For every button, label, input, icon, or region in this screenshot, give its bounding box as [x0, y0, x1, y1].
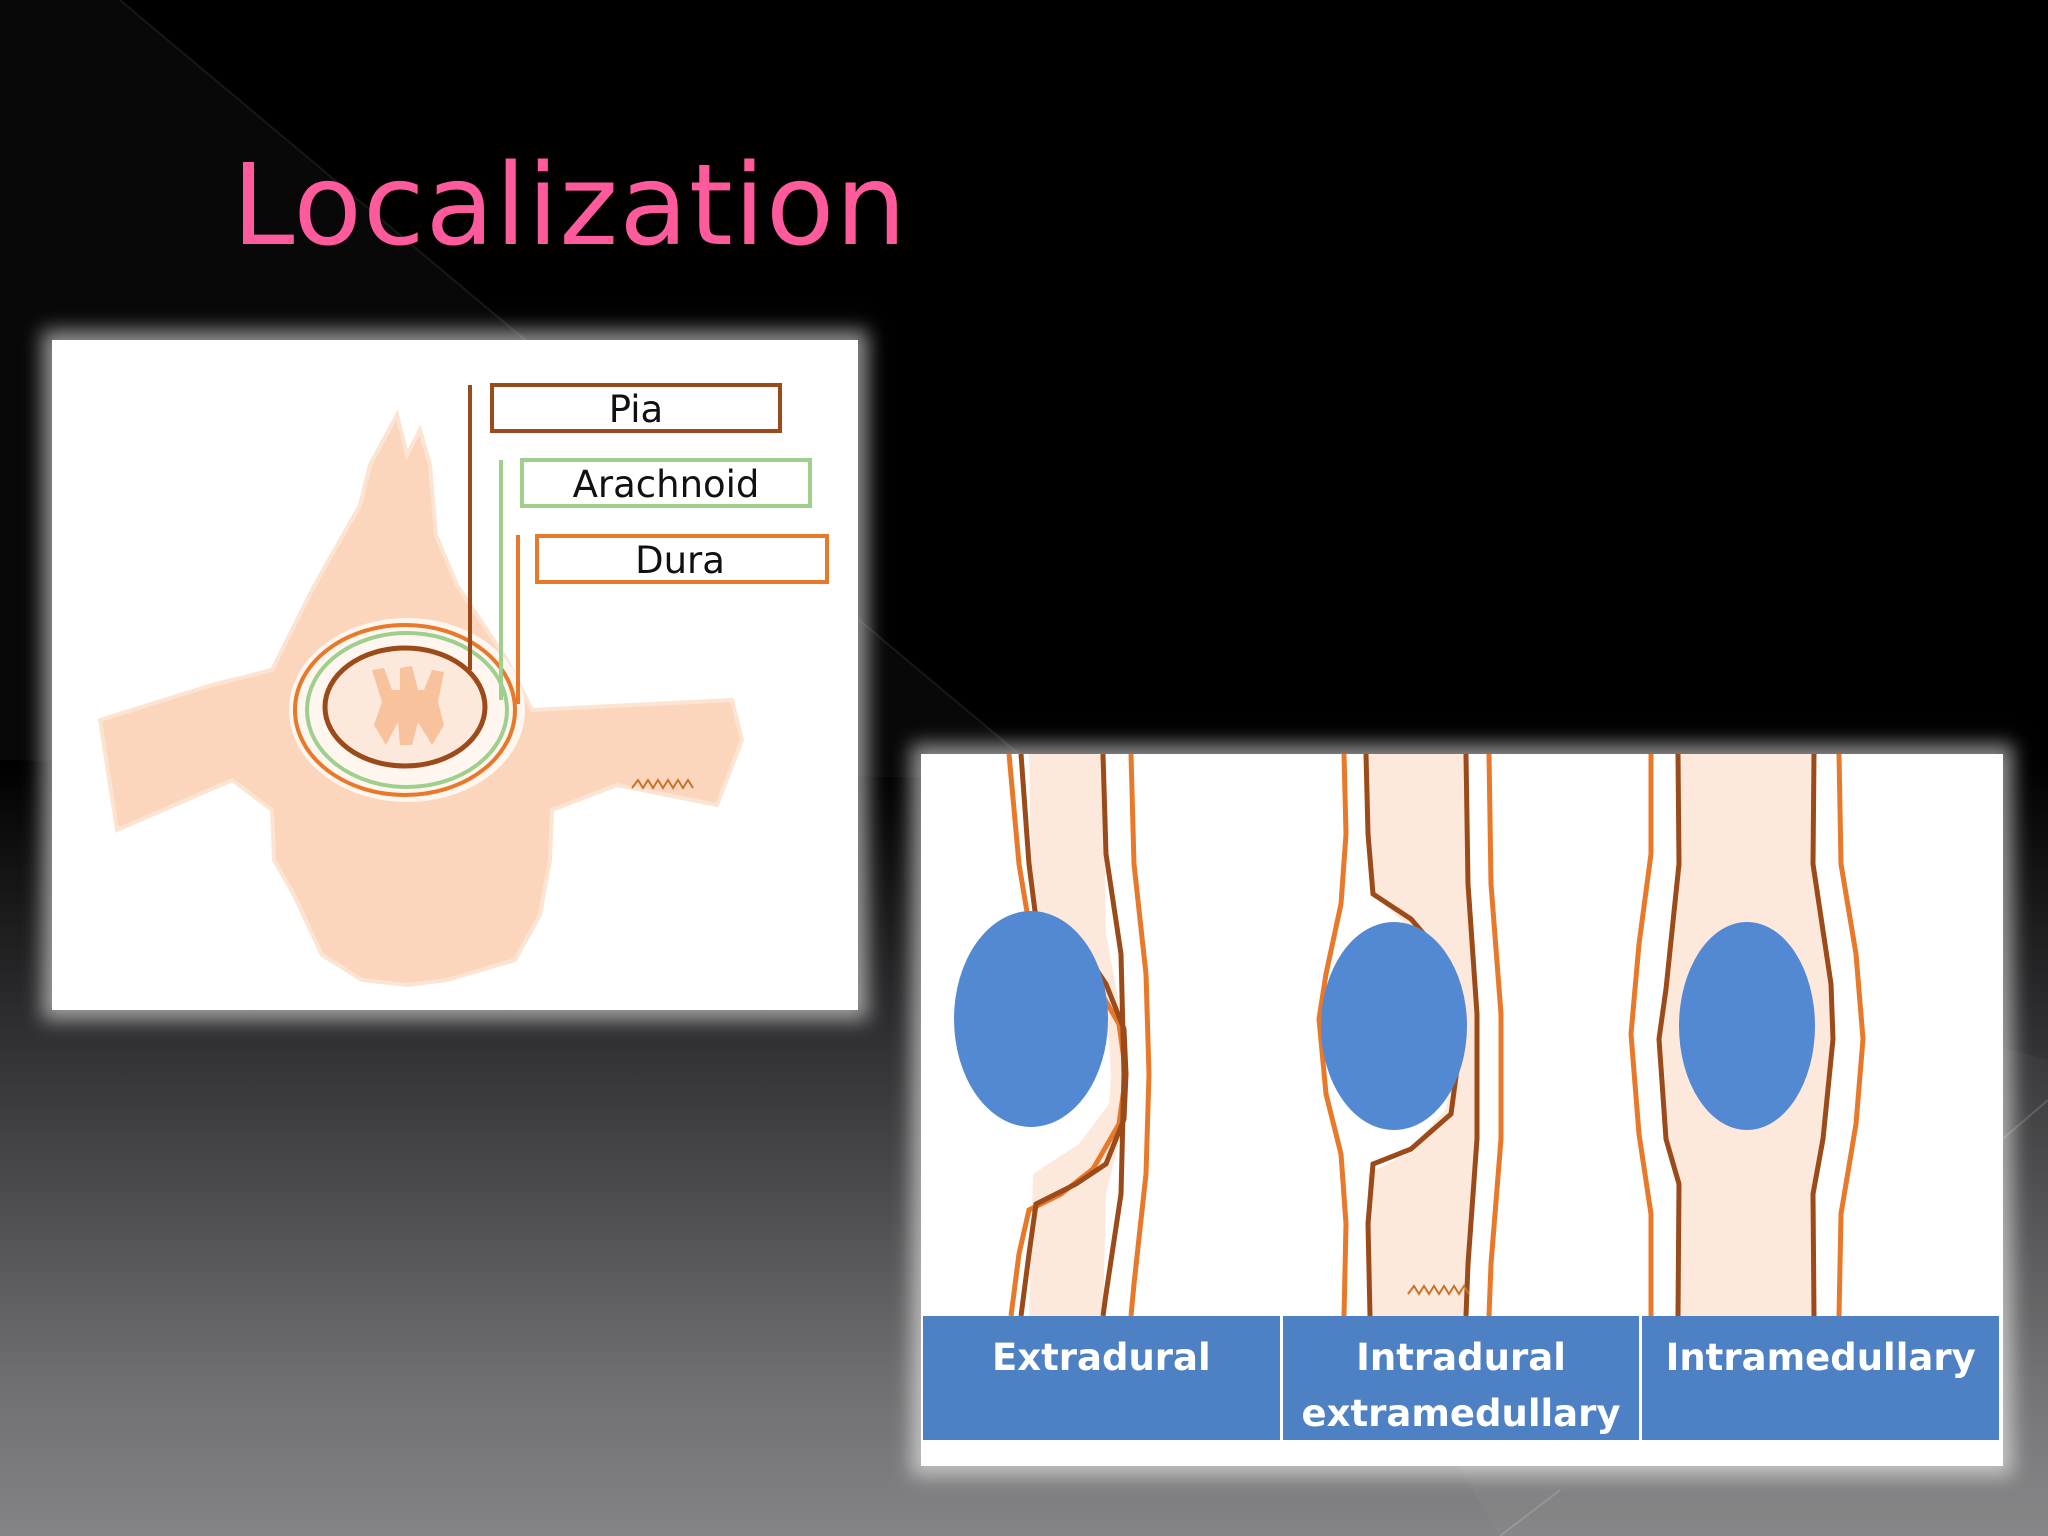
intramedullary-tumor: [1679, 922, 1815, 1130]
intramedullary-dura-right: [1839, 754, 1863, 1316]
arachnoid-label: Arachnoid: [573, 463, 760, 506]
extradural-dura-right: [1131, 754, 1149, 1316]
slide-title: Localization: [232, 150, 907, 262]
extradural-column: [954, 754, 1149, 1316]
category-intradural-extramedullary: Intradural extramedullary: [1280, 1316, 1640, 1440]
extradural-tumor: [954, 911, 1108, 1127]
cross-section-diagram: Pia Arachnoid Dura: [52, 340, 858, 1010]
category-extradural: Extradural: [923, 1316, 1280, 1440]
dura-label: Dura: [635, 539, 725, 582]
spine-cross-section-svg: Pia Arachnoid Dura: [52, 340, 858, 1010]
intradural-tumor: [1321, 922, 1467, 1130]
pia-label: Pia: [609, 388, 663, 431]
longitudinal-diagram: Extradural Intradural extramedullary Int…: [921, 754, 2003, 1466]
grey-matter: [372, 666, 444, 745]
intradural-dura-right: [1489, 754, 1501, 1316]
category-bar: Extradural Intradural extramedullary Int…: [923, 1316, 1999, 1440]
intradural-extramedullary-column: [1319, 754, 1501, 1316]
intramedullary-dura-left: [1631, 754, 1651, 1316]
category-intramedullary: Intramedullary: [1639, 1316, 1999, 1440]
intramedullary-column: [1631, 754, 1863, 1316]
